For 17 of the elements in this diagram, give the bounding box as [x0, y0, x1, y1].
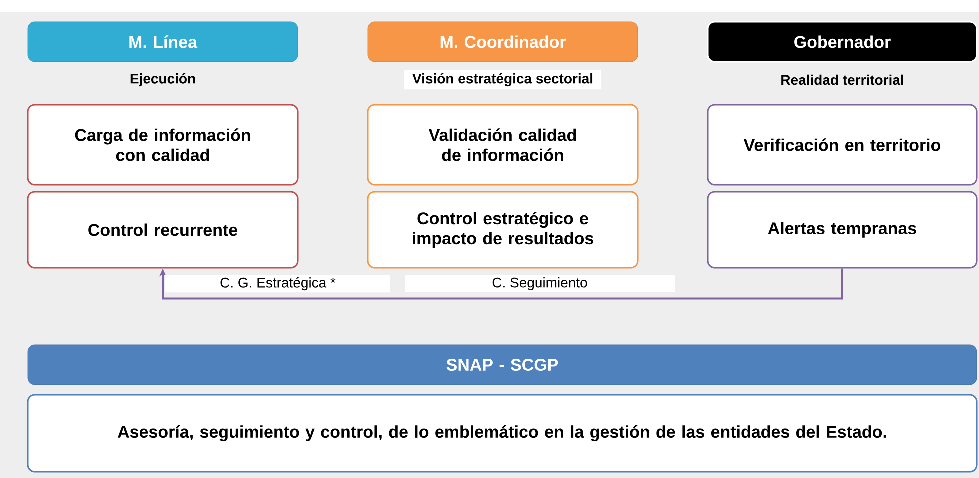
description-box: Asesoría, seguimiento y control, de lo emblemático en la gestión de las entidades del Estado. [27, 394, 978, 473]
process-box: Control estratégico e impacto de resultados [367, 191, 639, 269]
arrow [159, 268, 844, 300]
subtitle: Visión estratégica sectorial [404, 70, 602, 90]
process-box: Alertas tempranas [707, 191, 978, 269]
header-box: M. Línea [28, 22, 298, 62]
title-band: SNAP - SCGP [28, 344, 978, 386]
subtitle: Realidad territorial [782, 74, 904, 86]
header-box: Gobernador [707, 21, 978, 63]
header-box: M. Coordinador [368, 22, 638, 62]
line-label: C. G. Estratégica * [166, 275, 390, 293]
process-box: Validación calidad de información [367, 104, 639, 186]
process-box: Carga de información con calidad [27, 104, 299, 186]
process-box: Verificación en territorio [707, 104, 978, 186]
subtitle: Ejecución [130, 73, 196, 87]
edge-label: C. Seguimiento [405, 275, 675, 293]
process-box: Control recurrente [27, 191, 299, 269]
